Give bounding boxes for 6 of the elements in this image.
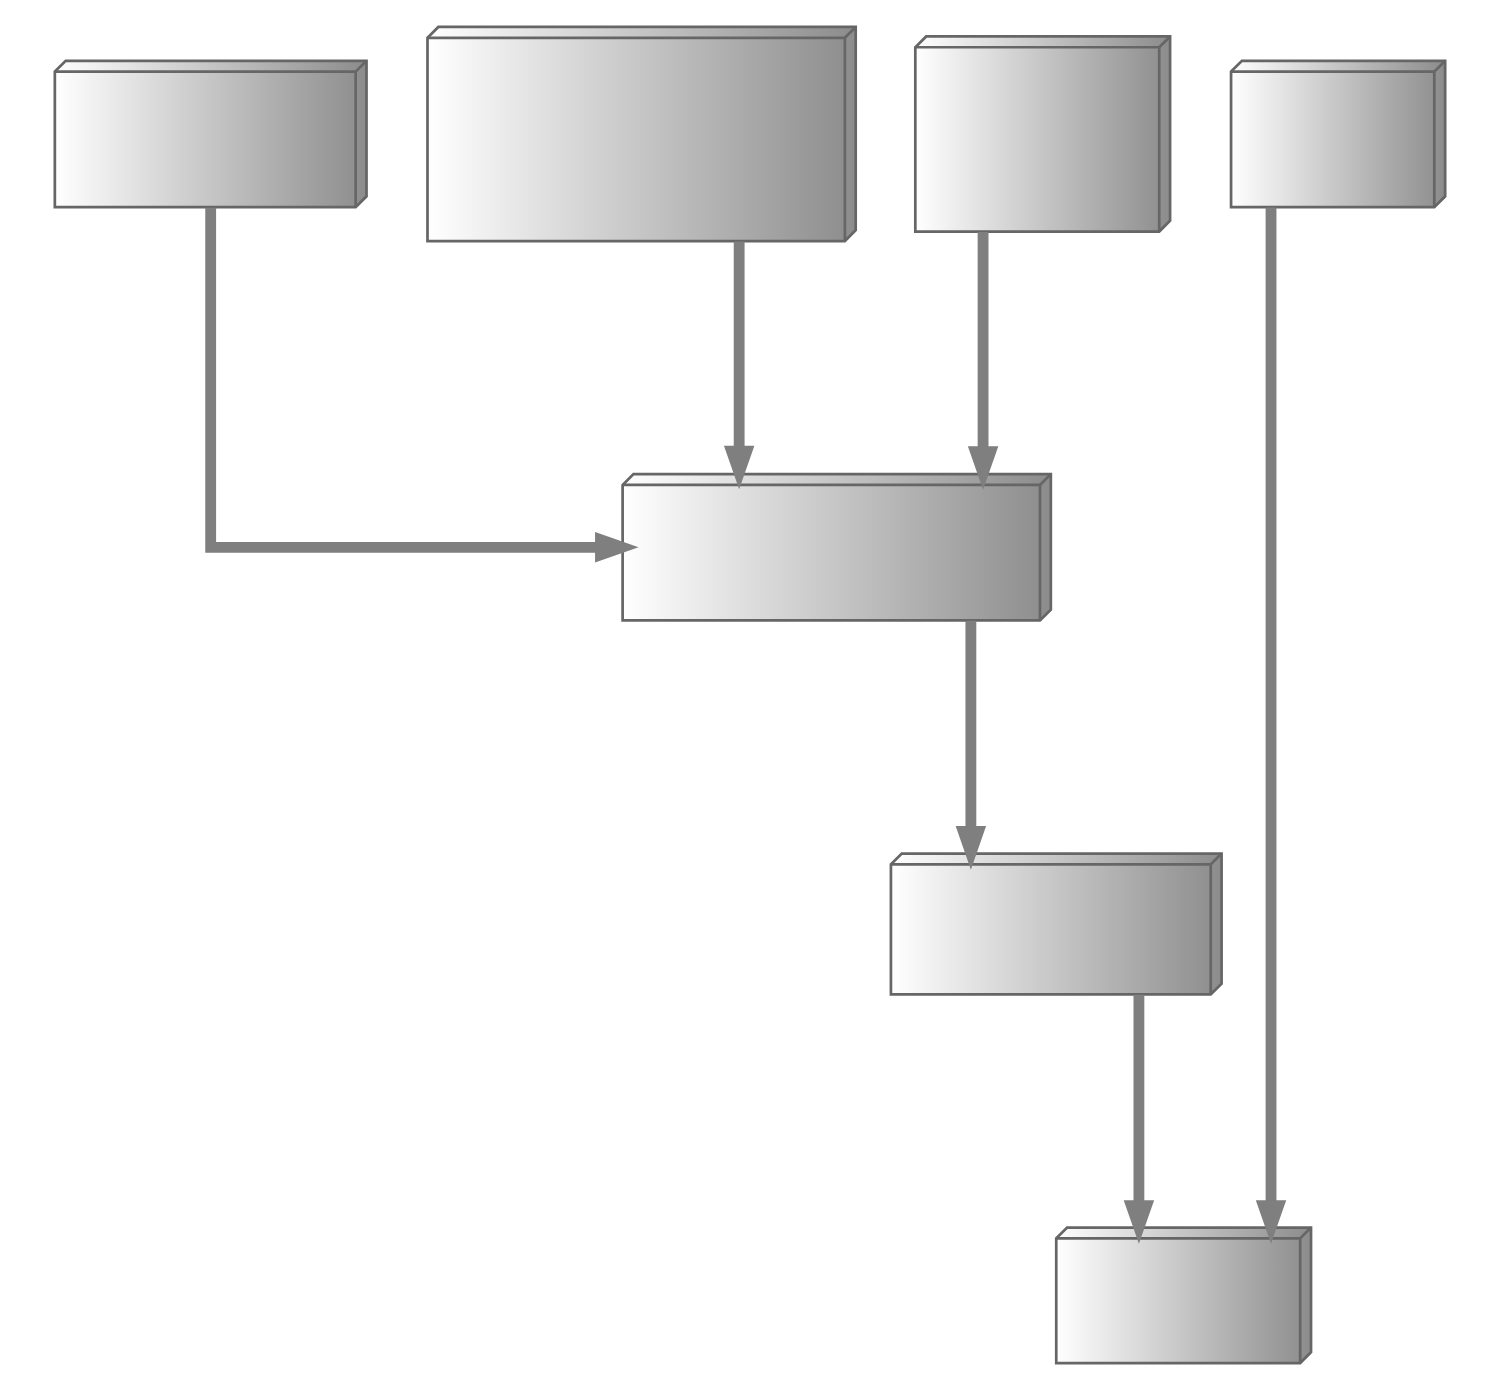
arrow — [1255, 207, 1287, 1244]
arrow — [205, 207, 639, 563]
arrow — [967, 231, 999, 490]
arrow — [955, 620, 987, 870]
arrow — [723, 241, 755, 490]
arrow — [1123, 994, 1155, 1244]
